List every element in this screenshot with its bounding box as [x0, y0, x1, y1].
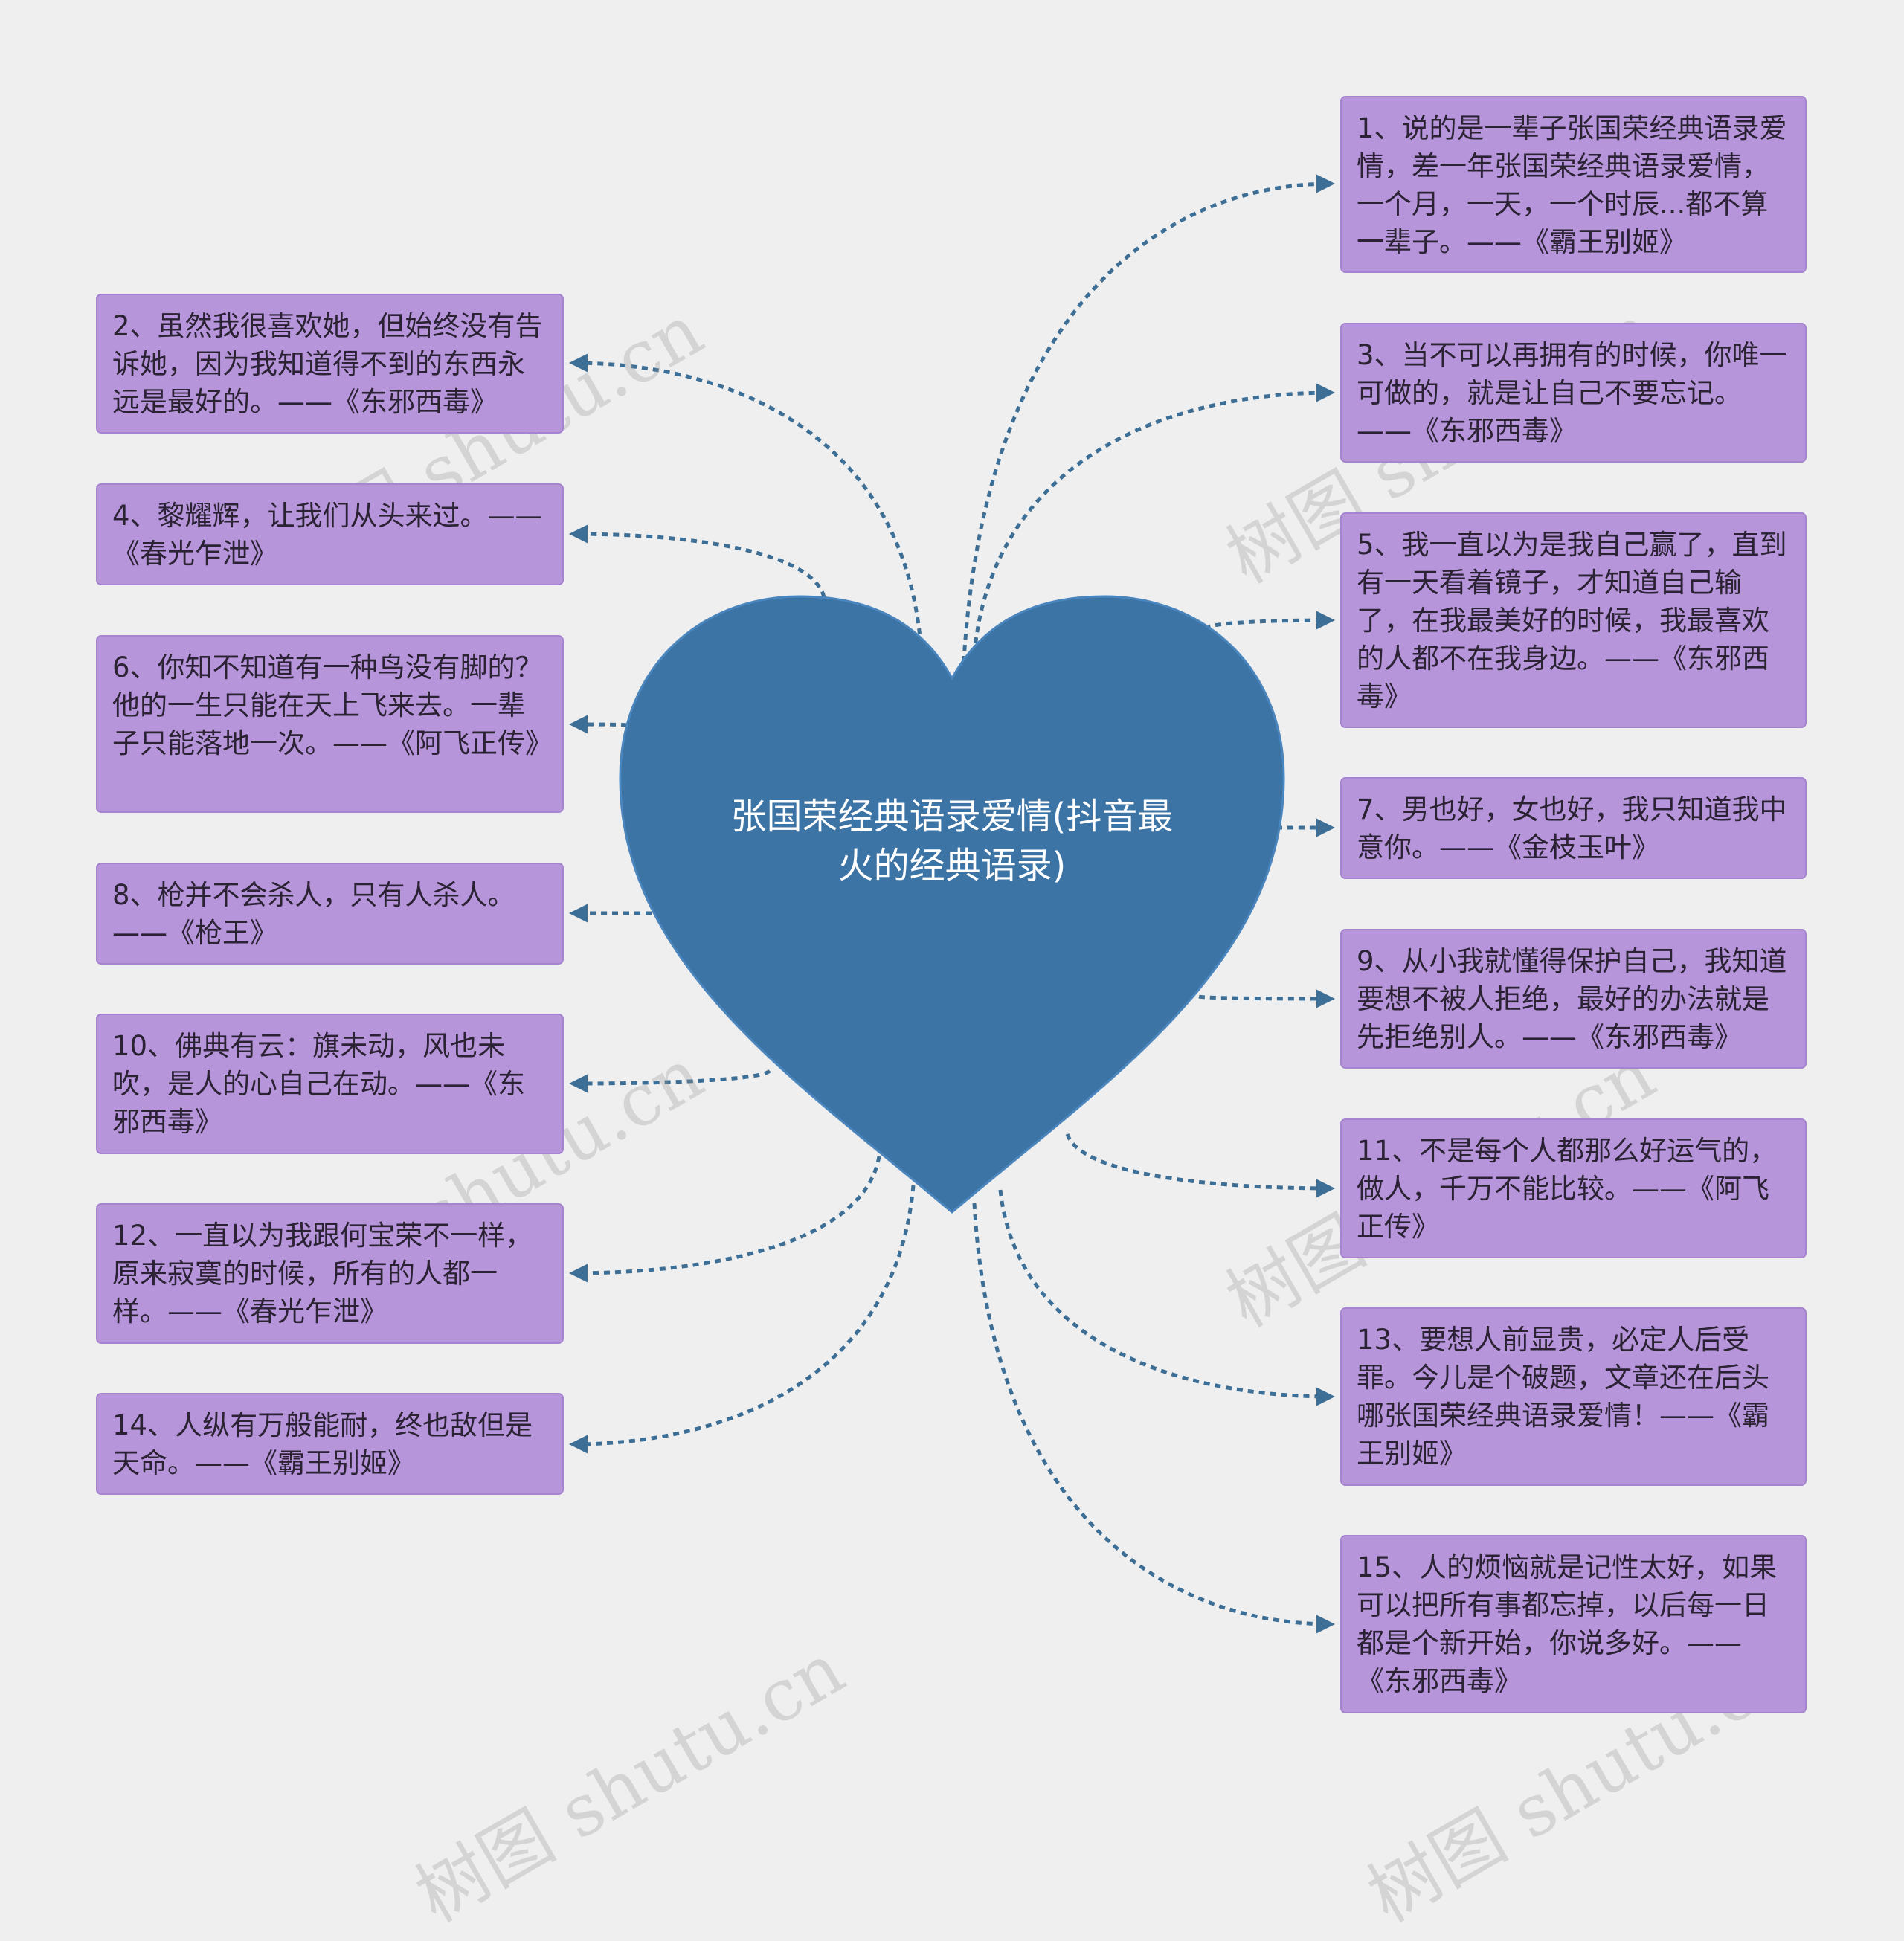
node-11[interactable]: 11、不是每个人都那么好运气的，做人，千万不能比较。——《阿飞正传》 [1340, 1118, 1807, 1258]
heart-shape [619, 595, 1285, 1214]
node-1[interactable]: 1、说的是一辈子张国荣经典语录爱情，差一年张国荣经典语录爱情，一个月，一天，一个… [1340, 96, 1807, 273]
node-10[interactable]: 10、佛典有云：旗未动，风也未吹，是人的心自己在动。——《东邪西毒》 [96, 1014, 564, 1154]
node-6[interactable]: 6、你知不知道有一种鸟没有脚的？他的一生只能在天上飞来去。一辈子只能落地一次。—… [96, 635, 564, 813]
connector-5 [1203, 611, 1335, 631]
node-7[interactable]: 7、男也好，女也好，我只知道我中意你。——《金枝玉叶》 [1340, 777, 1807, 879]
node-5[interactable]: 5、我一直以为是我自己赢了，直到有一天看着镜子，才知道自己输了，在我最美好的时候… [1340, 512, 1807, 728]
connector-13 [998, 1189, 1335, 1406]
node-14[interactable]: 14、人纵有万般能耐，终也敌但是天命。——《霸王别姬》 [96, 1393, 564, 1495]
node-2[interactable]: 2、虽然我很喜欢她，但始终没有告诉她，因为我知道得不到的东西永远是最好的。——《… [96, 294, 564, 434]
mindmap-canvas [569, 174, 1335, 1634]
connector-10 [569, 1069, 771, 1093]
center-topic[interactable]: 张国荣经典语录爱情(抖音最火的经典语录) [730, 796, 1174, 886]
node-13[interactable]: 13、要想人前显贵，必定人后受罪。今儿是个破题，文章还在后头哪张国荣经典语录爱情… [1340, 1307, 1807, 1486]
connector-4 [569, 524, 826, 598]
connector-12 [569, 1156, 881, 1283]
node-8[interactable]: 8、枪并不会杀人，只有人杀人。——《枪王》 [96, 863, 564, 965]
connector-6 [569, 715, 628, 734]
connector-2 [569, 353, 923, 646]
connectors [569, 174, 1335, 1634]
connector-3 [972, 383, 1335, 655]
node-3[interactable]: 3、当不可以再拥有的时候，你唯一可做的，就是让自己不要忘记。——《东邪西毒》 [1340, 323, 1807, 463]
connector-1 [961, 174, 1335, 674]
connector-15 [972, 1203, 1335, 1634]
connector-9 [1198, 989, 1335, 1008]
node-9[interactable]: 9、从小我就懂得保护自己，我知道要想不被人拒绝，最好的办法就是先拒绝别人。——《… [1340, 929, 1807, 1069]
connector-11 [1065, 1133, 1335, 1198]
node-12[interactable]: 12、一直以为我跟何宝荣不一样，原来寂寞的时候，所有的人都一样。——《春光乍泄》 [96, 1203, 564, 1344]
node-15[interactable]: 15、人的烦恼就是记性太好，如果可以把所有事都忘掉，以后每一日都是个新开始，你说… [1340, 1535, 1807, 1713]
connector-14 [569, 1185, 916, 1454]
node-4[interactable]: 4、黎耀辉，让我们从头来过。——《春光乍泄》 [96, 483, 564, 585]
